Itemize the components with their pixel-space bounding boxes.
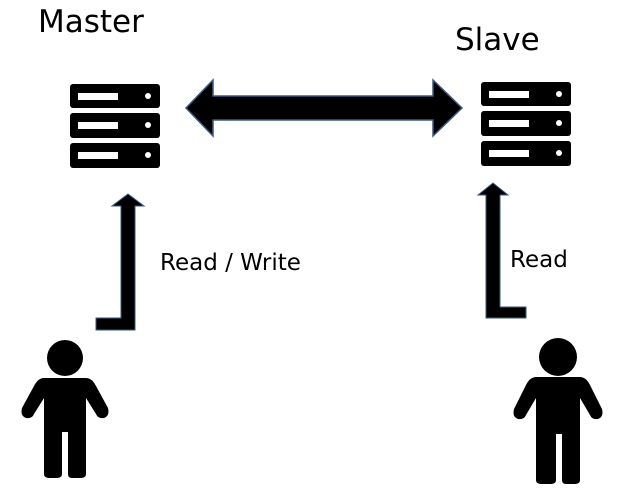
master-label: Master <box>38 4 144 40</box>
slave-server-icon <box>481 82 571 166</box>
master-access-bent-arrow-icon <box>95 193 146 331</box>
master-server-icon <box>70 84 160 168</box>
slave-access-bent-arrow-icon <box>476 182 527 319</box>
read-write-label: Read / Write <box>160 250 301 276</box>
replication-double-arrow-icon <box>184 78 464 138</box>
slave-user-person-icon <box>513 338 603 484</box>
slave-label: Slave <box>455 22 540 58</box>
read-label: Read <box>510 247 568 273</box>
master-user-person-icon <box>21 340 109 478</box>
